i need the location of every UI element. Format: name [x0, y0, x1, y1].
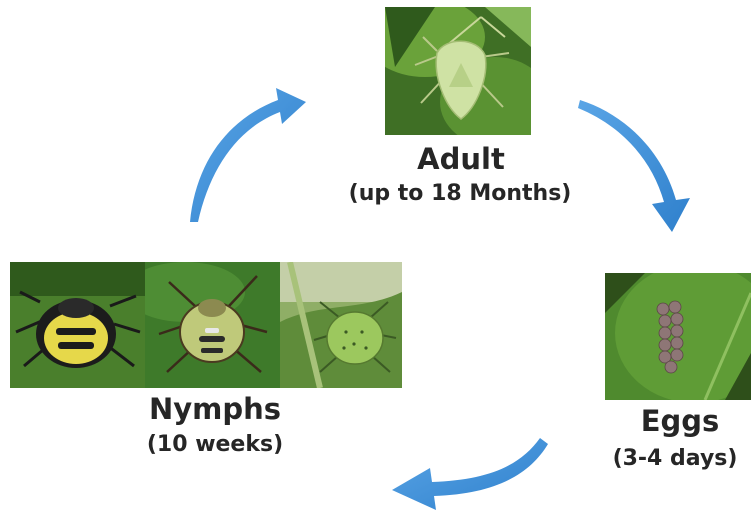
adult-bug-photo	[385, 7, 531, 135]
nymph-photo-early	[10, 262, 145, 388]
eggs-duration: (3-4 days)	[600, 446, 750, 471]
arrow-eggs-to-nymphs	[392, 438, 548, 510]
adult-label: Adult	[396, 142, 526, 176]
arrow-nymphs-to-adult	[190, 88, 306, 222]
adult-duration: (up to 18 Months)	[340, 181, 580, 206]
nymph-photo-mid	[145, 262, 280, 388]
eggs-photo	[605, 273, 751, 400]
nymph-photo-late	[280, 262, 402, 388]
eggs-label: Eggs	[620, 404, 740, 438]
arrow-adult-to-eggs	[578, 100, 690, 232]
nymphs-label: Nymphs	[140, 392, 290, 426]
nymphs-duration: (10 weeks)	[130, 432, 300, 457]
